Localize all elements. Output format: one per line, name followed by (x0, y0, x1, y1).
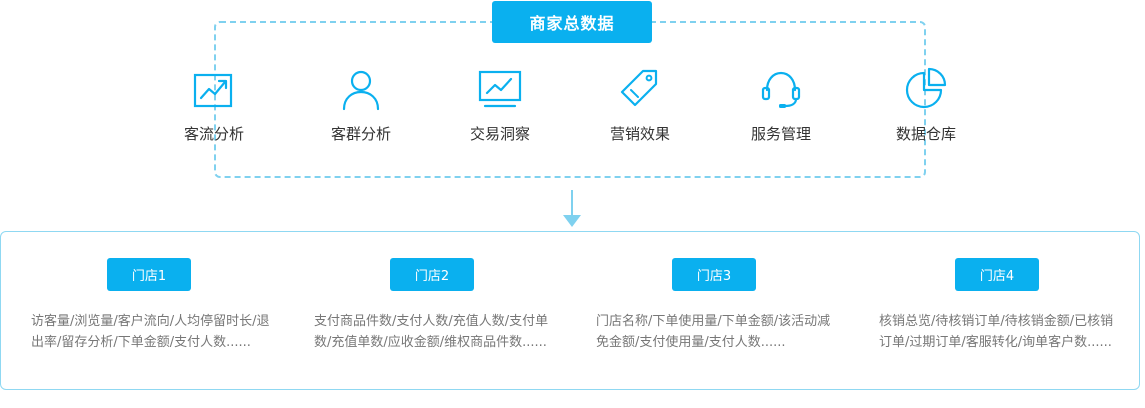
store-tag: 门店3 (672, 258, 756, 291)
feature-label: 营销效果 (609, 125, 670, 143)
store-4: 门店4 (955, 258, 1145, 291)
price-tag-icon (620, 69, 658, 107)
store-1-description-block: 访客量/浏览量/客户流向/人均停留时长/退出率/留存分析/下单金额/支付人数..… (31, 311, 281, 353)
store-description: 核销总览/待核销订单/待核销金额/已核销订单/过期订单/客服转化/询单客户数..… (879, 314, 1114, 350)
feature-label: 服务管理 (750, 125, 811, 143)
store-2: 门店2 (390, 258, 640, 291)
store-1: 门店1 (107, 258, 357, 291)
feature-service-management: 服务管理 (721, 66, 841, 144)
store-tag: 门店4 (955, 258, 1039, 291)
feature-customer-flow: 客流分析 (154, 66, 274, 144)
store-description: 支付商品件数/支付人数/充值人数/支付单数/充值单数/应收金额/维权商品件数..… (314, 314, 549, 350)
feature-label: 客流分析 (183, 125, 244, 143)
feature-transaction-insight: 交易洞察 (440, 66, 560, 144)
feature-label: 数据仓库 (895, 125, 956, 143)
store-description: 门店名称/下单使用量/下单金额/该活动减免金额/支付使用量/支付人数...... (596, 314, 831, 350)
headset-icon (761, 71, 801, 108)
store-4-description-block: 核销总览/待核销订单/待核销金额/已核销订单/过期订单/客服转化/询单客户数..… (879, 311, 1129, 353)
store-tag: 门店1 (107, 258, 191, 291)
trend-chart-icon (193, 73, 233, 108)
store-3-description-block: 门店名称/下单使用量/下单金额/该活动减免金额/支付使用量/支付人数...... (596, 311, 846, 353)
store-tag: 门店2 (390, 258, 474, 291)
monitor-chart-icon (478, 70, 522, 108)
feature-label: 客群分析 (330, 125, 391, 143)
store-description: 访客量/浏览量/客户流向/人均停留时长/退出率/留存分析/下单金额/支付人数..… (31, 314, 270, 350)
user-icon (342, 70, 380, 111)
feature-customer-group: 客群分析 (301, 66, 421, 144)
feature-marketing-effect: 营销效果 (580, 66, 700, 144)
stores-container (0, 231, 1140, 390)
feature-data-warehouse: 数据仓库 (866, 66, 986, 144)
arrow-down-icon (563, 190, 581, 227)
pie-chart-icon (905, 67, 947, 109)
store-2-description-block: 支付商品件数/支付人数/充值人数/支付单数/充值单数/应收金额/维权商品件数..… (314, 311, 564, 353)
merchant-data-title: 商家总数据 (492, 1, 652, 43)
feature-label: 交易洞察 (469, 125, 530, 143)
store-3: 门店3 (672, 258, 922, 291)
